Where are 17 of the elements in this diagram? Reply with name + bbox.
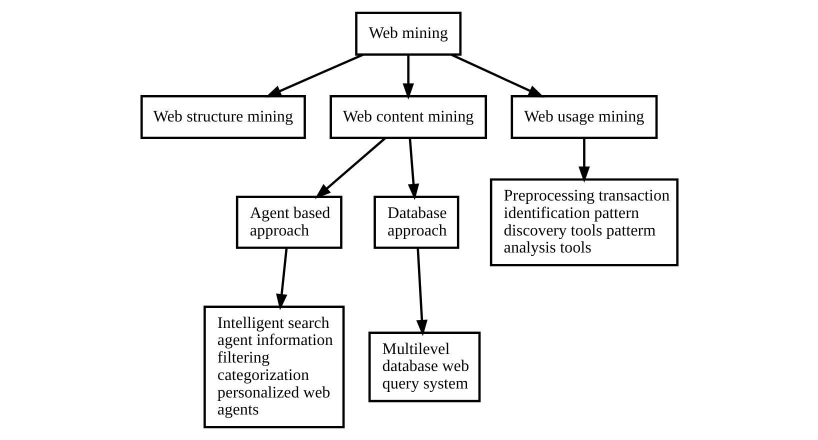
arrow bbox=[314, 137, 386, 199]
arrow bbox=[276, 248, 288, 310]
node-box: Agent based approach bbox=[235, 196, 342, 249]
arrow bbox=[416, 248, 428, 336]
node-box: Database approach bbox=[373, 196, 459, 249]
node-box: Web mining bbox=[354, 12, 462, 56]
node-box: Preprocessing transaction identification pattern discovery tools patterm analysis tools bbox=[489, 178, 678, 266]
node-box: Web content mining bbox=[329, 95, 487, 139]
arrow bbox=[407, 138, 419, 200]
arrow bbox=[450, 54, 544, 98]
arrow bbox=[578, 138, 590, 183]
arrow bbox=[402, 54, 414, 100]
arrow bbox=[264, 54, 364, 98]
node-box: Web usage mining bbox=[510, 95, 658, 139]
node-box: Multilevel database web query system bbox=[368, 332, 480, 402]
node-box: Web structure mining bbox=[140, 95, 306, 139]
node-box: Intelligent search agent information filtering categorization personalized web agents bbox=[203, 306, 344, 428]
